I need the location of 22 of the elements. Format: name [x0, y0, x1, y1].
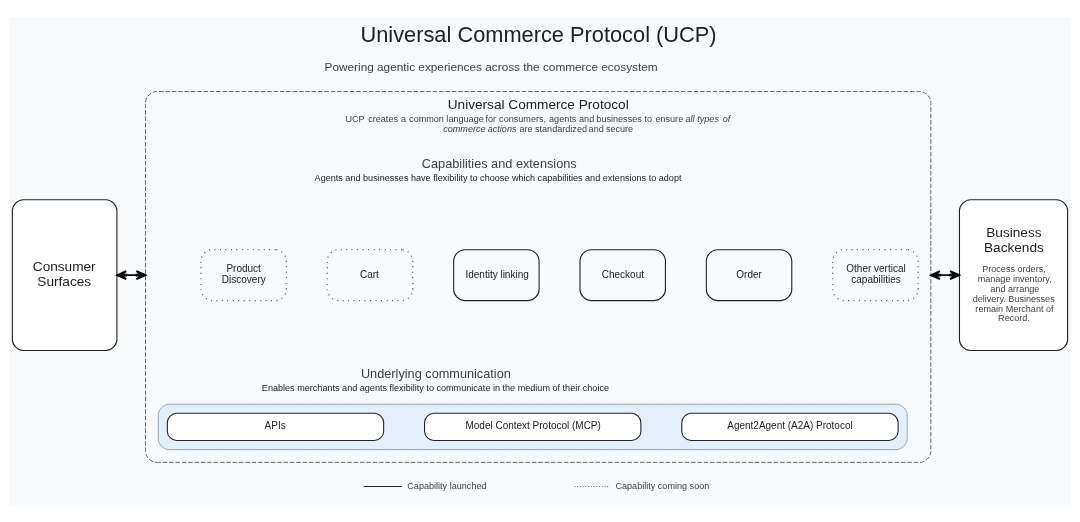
- node-box: Product Discovery: [200, 248, 288, 301]
- label: Enables merchants and agents flexibility to communicate in the medium of their choice: [261, 382, 610, 393]
- label: Capabilities and extensions: [421, 155, 577, 171]
- diagram-title: Universal Commerce Protocol (UCP): [360, 21, 717, 47]
- arrow: [116, 269, 147, 280]
- node-box: Cart: [326, 248, 414, 301]
- arrow: [929, 269, 961, 280]
- node-box: Identity linking: [453, 248, 540, 301]
- legend-label: Capability launched: [407, 480, 487, 491]
- node-box: Business Backends Process orders, manage inventory, and arrange delivery. Businesses remain Merchant of Record.: [958, 198, 1069, 351]
- node-box: Model Context Protocol (MCP): [424, 412, 642, 441]
- node-box: Other vertical capabilities: [832, 248, 919, 301]
- label: Underlying communication: [360, 365, 511, 381]
- node-box: Consumer Surfaces: [11, 198, 118, 351]
- node-box: Order: [705, 248, 793, 301]
- label: Agents and businesses have flexibility to choose which capabilities and extensions to adopt: [314, 172, 682, 183]
- node-box: APIs: [166, 412, 385, 441]
- label: Powering agentic experiences across the commerce ecosystem: [324, 59, 658, 74]
- node-box: Checkout: [579, 248, 666, 301]
- cluster: [157, 403, 908, 450]
- legend-label: Capability coming soon: [615, 480, 710, 491]
- node-box: Agent2Agent (A2A) Protocol: [681, 412, 899, 441]
